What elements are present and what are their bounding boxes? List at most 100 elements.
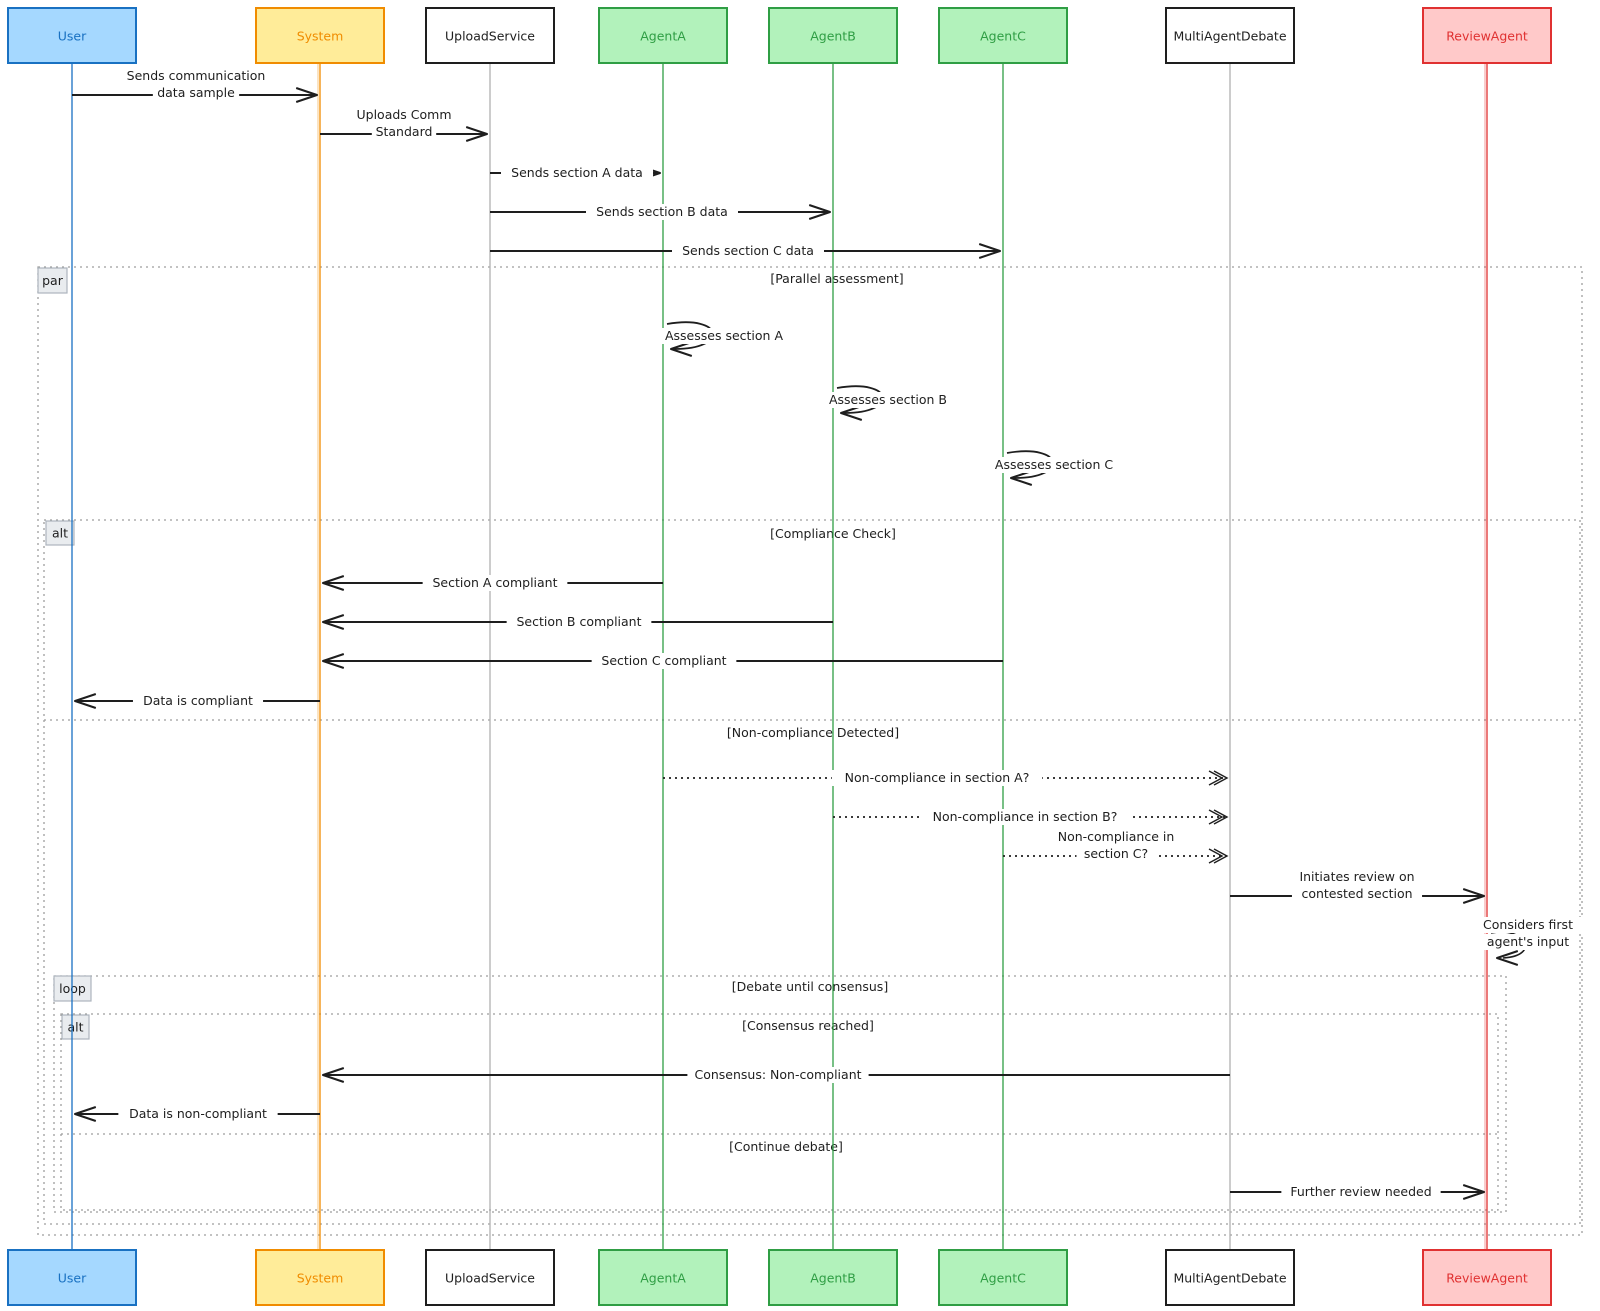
participant-multiagentdebate-top[interactable]: MultiAgentDebate [1165, 7, 1295, 64]
frame-keyword: par [42, 273, 64, 288]
participant-box [938, 7, 1068, 64]
message-label-bg [118, 1106, 278, 1122]
lifelines-layer [71, 63, 1488, 1250]
arrow-head [322, 575, 345, 591]
arrow-head [1462, 888, 1485, 904]
participant-user-bottom[interactable]: User [7, 1249, 137, 1306]
arrow-head [1208, 848, 1224, 864]
message-assesses-section-a: Assesses section A [655, 321, 793, 357]
participant-agentc-top[interactable]: AgentC [938, 7, 1068, 64]
participant-agentc-bottom[interactable]: AgentC [938, 1249, 1068, 1306]
message-label-bg [687, 1067, 869, 1083]
participant-box [598, 7, 728, 64]
participant-box [1165, 7, 1295, 64]
arrow-head [670, 341, 693, 357]
message-label-bg [1281, 1184, 1441, 1200]
message-label: agent's input [1487, 934, 1569, 949]
message-label-bg [371, 124, 437, 140]
participant-agentb-bottom[interactable]: AgentB [768, 1249, 898, 1306]
participant-system-top[interactable]: System [255, 7, 385, 64]
message-sends-communication-data-sample: Sends communication data sample [72, 68, 318, 103]
message-label-bg [655, 328, 793, 344]
participant-label: AgentC [980, 1271, 1026, 1286]
message-label: Uploads Comm [356, 107, 451, 122]
arrow-head [295, 87, 318, 103]
frame-alt: alt[Compliance Check][Non-compliance Det… [43, 519, 1581, 1225]
message-label-bg [1076, 846, 1156, 862]
arrow-head [1010, 470, 1033, 486]
message-further-review-needed: Further review needed [1230, 1184, 1485, 1200]
frame-condition: [Debate until consensus] [732, 979, 888, 994]
participant-agenta-top[interactable]: AgentA [598, 7, 728, 64]
arrow-head [808, 204, 831, 220]
message-non-compliance-in-section-b: Non-compliance in section B? [833, 809, 1229, 825]
frame-border [53, 975, 1507, 1213]
participant-label: ReviewAgent [1446, 29, 1528, 44]
message-sends-section-b-data: Sends section B data [490, 204, 831, 220]
message-label-bg [357, 107, 451, 123]
message-non-compliance-in-section-a: Non-compliance in section A? [663, 770, 1229, 786]
arrow-head [465, 126, 488, 142]
message-label-bg [919, 809, 1131, 825]
message-label-bg [831, 770, 1043, 786]
message-label-bg [132, 693, 264, 709]
message-label: Section B compliant [516, 614, 641, 629]
message-sends-section-c-data: Sends section C data [490, 243, 1001, 259]
message-section-c-compliant: Section C compliant [322, 653, 1003, 669]
arrow-head [1462, 1184, 1485, 1200]
message-label: Standard [376, 124, 433, 139]
message-data-is-compliant: Data is compliant [74, 693, 320, 709]
message-label: Consensus: Non-compliant [694, 1067, 861, 1082]
frame-tab [37, 267, 68, 294]
participant-user-top[interactable]: User [7, 7, 137, 64]
participant-agenta-bottom[interactable]: AgentA [598, 1249, 728, 1306]
participant-label: ReviewAgent [1446, 1271, 1528, 1286]
participant-label: AgentB [810, 29, 856, 44]
frame-border [37, 266, 1583, 1236]
participant-box [425, 1249, 555, 1306]
arrow-head [1208, 770, 1224, 786]
message-label-bg [1477, 934, 1579, 950]
participant-uploadservice-bottom[interactable]: UploadService [425, 1249, 555, 1306]
message-assesses-section-b: Assesses section B [819, 385, 957, 421]
participant-box [255, 1249, 385, 1306]
message-label-bg [1291, 886, 1423, 902]
participant-reviewagent-top[interactable]: ReviewAgent [1422, 7, 1552, 64]
message-label-bg [506, 614, 652, 630]
participant-label: MultiAgentDebate [1173, 1271, 1286, 1286]
arrow-head [74, 1106, 97, 1122]
message-label: data sample [157, 85, 235, 100]
message-label: Section A compliant [433, 575, 558, 590]
message-label: Sends section C data [682, 243, 814, 258]
message-label-bg [1284, 869, 1430, 885]
arrow-head [322, 614, 345, 630]
message-section-b-compliant: Section B compliant [322, 614, 833, 630]
frame-tab [61, 1014, 90, 1040]
message-label: Considers first [1483, 917, 1573, 932]
frame-condition: [Consensus reached] [742, 1018, 874, 1033]
participant-multiagentdebate-bottom[interactable]: MultiAgentDebate [1165, 1249, 1295, 1306]
frame-condition: [Continue debate] [729, 1139, 843, 1154]
participant-reviewagent-bottom[interactable]: ReviewAgent [1422, 1249, 1552, 1306]
participant-box [1165, 1249, 1295, 1306]
participant-box [938, 1249, 1068, 1306]
participant-box [425, 7, 555, 64]
participant-label: UploadService [445, 1271, 535, 1286]
participant-label: AgentA [640, 1271, 686, 1286]
frame-border [43, 519, 1581, 1225]
message-label: Non-compliance in section B? [933, 809, 1118, 824]
arrow-head [74, 693, 97, 709]
message-assesses-section-c: Assesses section C [985, 450, 1123, 486]
message-label-bg [501, 165, 653, 181]
participant-label: AgentC [980, 29, 1026, 44]
message-label: contested section [1301, 886, 1412, 901]
participant-system-bottom[interactable]: System [255, 1249, 385, 1306]
participant-agentb-top[interactable]: AgentB [768, 7, 898, 64]
message-label: Sends communication [127, 68, 266, 83]
participant-uploadservice-top[interactable]: UploadService [425, 7, 555, 64]
